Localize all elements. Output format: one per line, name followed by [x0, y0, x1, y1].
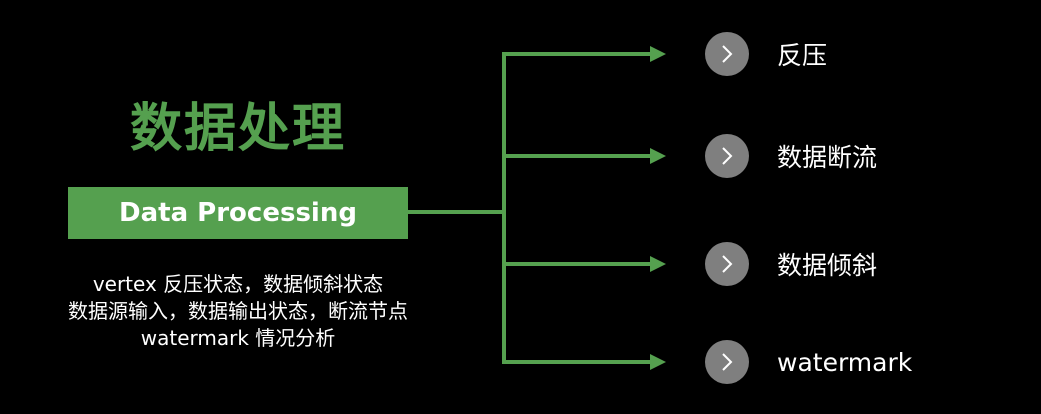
branch-item-2: 数据断流: [705, 134, 877, 178]
chevron-right-icon: [705, 32, 749, 76]
description-line-3: watermark 情况分析: [140, 326, 336, 350]
description-line-2: 数据源输入，数据输出状态，断流节点: [68, 299, 408, 323]
branch-label-3: 数据倾斜: [777, 251, 878, 280]
branch-item-4: watermark: [705, 340, 912, 384]
chevron-right-icon: [705, 340, 749, 384]
description: vertex 反压状态，数据倾斜状态 数据源输入，数据输出状态，断流节点 wat…: [20, 271, 456, 352]
branch-arrowhead-2: [650, 148, 666, 164]
branch-arrowhead-4: [650, 354, 666, 370]
branch-label-2: 数据断流: [777, 143, 878, 172]
chevron-right-icon: [705, 242, 749, 286]
title-chinese: 数据处理: [129, 99, 346, 159]
branch-item-3: 数据倾斜: [705, 242, 877, 286]
chevron-right-icon: [705, 134, 749, 178]
branch-label-4: watermark: [777, 347, 913, 377]
branch-label-1: 反压: [777, 41, 828, 70]
branch-arrowhead-3: [650, 256, 666, 272]
description-line-1: vertex 反压状态，数据倾斜状态: [92, 272, 384, 296]
title-english-banner: Data Processing: [68, 187, 408, 239]
branch-item-1: 反压: [705, 32, 827, 76]
branch-arrowhead-1: [650, 46, 666, 62]
